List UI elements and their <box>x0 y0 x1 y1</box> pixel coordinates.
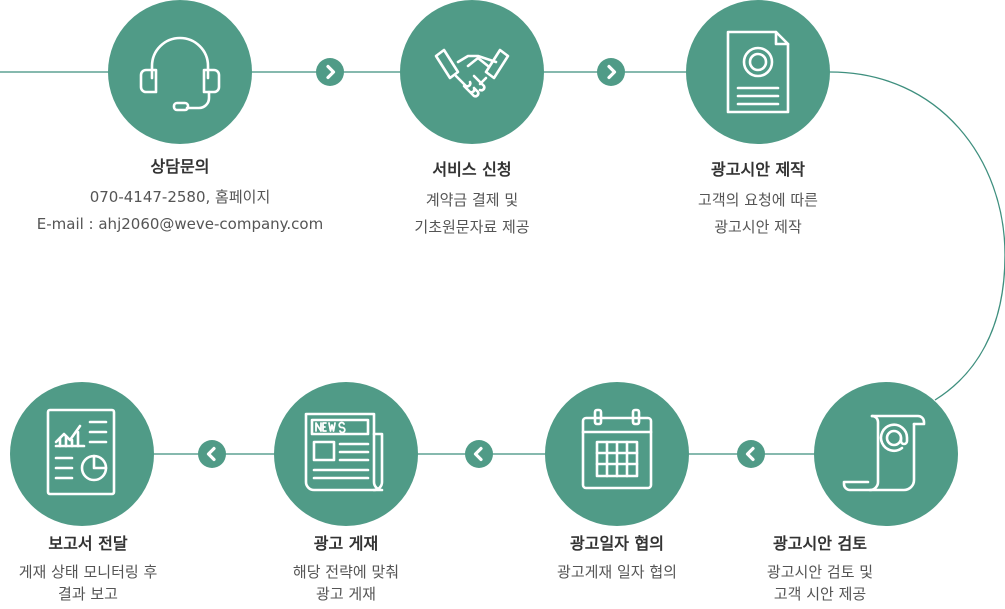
step-draft-review-caption: 광고시안 검토 광고시안 검토 및 고객 시안 제공 <box>640 533 1000 605</box>
step-publishing-caption: 광고 게재 해당 전략에 맞춰 광고 게재 <box>166 533 526 605</box>
chevron-left-icon <box>745 446 755 462</box>
step-draft-review-circle <box>814 382 958 526</box>
report-icon <box>46 408 116 496</box>
curve-connector-line <box>829 71 1005 401</box>
step-description-line: 광고게재 일자 협의 <box>557 563 677 581</box>
handshake-icon <box>434 48 510 98</box>
arrow-next-3 <box>737 440 765 468</box>
step-description-line: E-mail : ahj2060@weve-company.com <box>36 215 324 233</box>
step-description-line: 광고 게재 <box>316 585 376 603</box>
chevron-left-icon <box>473 446 483 462</box>
step-description-line: 해당 전략에 맞춰 <box>292 563 400 581</box>
step-draft-production-caption: 광고시안 제작 고객의 요청에 따른 광고시안 제작 <box>578 159 938 241</box>
chevron-right-icon <box>326 64 336 80</box>
step-title: 광고일자 협의 <box>570 534 664 553</box>
step-description-line: 광고시안 제작 <box>714 218 802 236</box>
step-title: 상담문의 <box>150 157 210 176</box>
newspaper-icon <box>304 412 384 492</box>
step-title: 광고시안 제작 <box>711 160 805 179</box>
step-description-line: 고객 시안 제공 <box>773 585 867 603</box>
calendar-icon <box>581 408 653 490</box>
step-description-line: 광고시안 검토 및 <box>766 563 874 581</box>
step-consultation-circle <box>108 0 252 144</box>
step-consultation-caption: 상담문의 070-4147-2580, 홈페이지 E-mail : ahj206… <box>0 156 360 238</box>
step-service-request-circle <box>400 0 544 144</box>
step-description-line: 게재 상태 모니터링 후 <box>18 563 158 581</box>
document-icon <box>726 30 790 114</box>
arrow-next-4 <box>465 440 493 468</box>
step-schedule-circle <box>545 382 689 526</box>
step-title: 보고서 전달 <box>48 534 128 553</box>
step-description-line: 결과 보고 <box>58 585 118 603</box>
step-schedule-caption: 광고일자 협의 광고게재 일자 협의 <box>437 533 797 583</box>
step-report-caption: 보고서 전달 게재 상태 모니터링 후 결과 보고 <box>0 533 176 605</box>
step-description-line: 기초원문자료 제공 <box>414 218 530 236</box>
step-description-line: 고객의 요청에 따른 <box>698 191 818 209</box>
chevron-left-icon <box>206 446 216 462</box>
scroll-mail-icon <box>842 414 926 492</box>
step-service-request-caption: 서비스 신청 계약금 결제 및 기초원문자료 제공 <box>292 159 652 241</box>
arrow-next-5 <box>198 440 226 468</box>
step-title: 광고 게재 <box>313 534 379 553</box>
arrow-next-1 <box>316 58 344 86</box>
arrow-next-2 <box>597 58 625 86</box>
step-title: 광고시안 검토 <box>773 534 867 553</box>
step-description-line: 070-4147-2580, 홈페이지 <box>89 188 271 206</box>
step-title: 서비스 신청 <box>432 160 512 179</box>
chevron-right-icon <box>607 64 617 80</box>
step-publishing-circle <box>274 382 418 526</box>
step-description-line: 계약금 결제 및 <box>425 191 519 209</box>
step-draft-production-circle <box>686 0 830 144</box>
headset-icon <box>139 36 221 112</box>
step-report-circle <box>10 382 154 526</box>
